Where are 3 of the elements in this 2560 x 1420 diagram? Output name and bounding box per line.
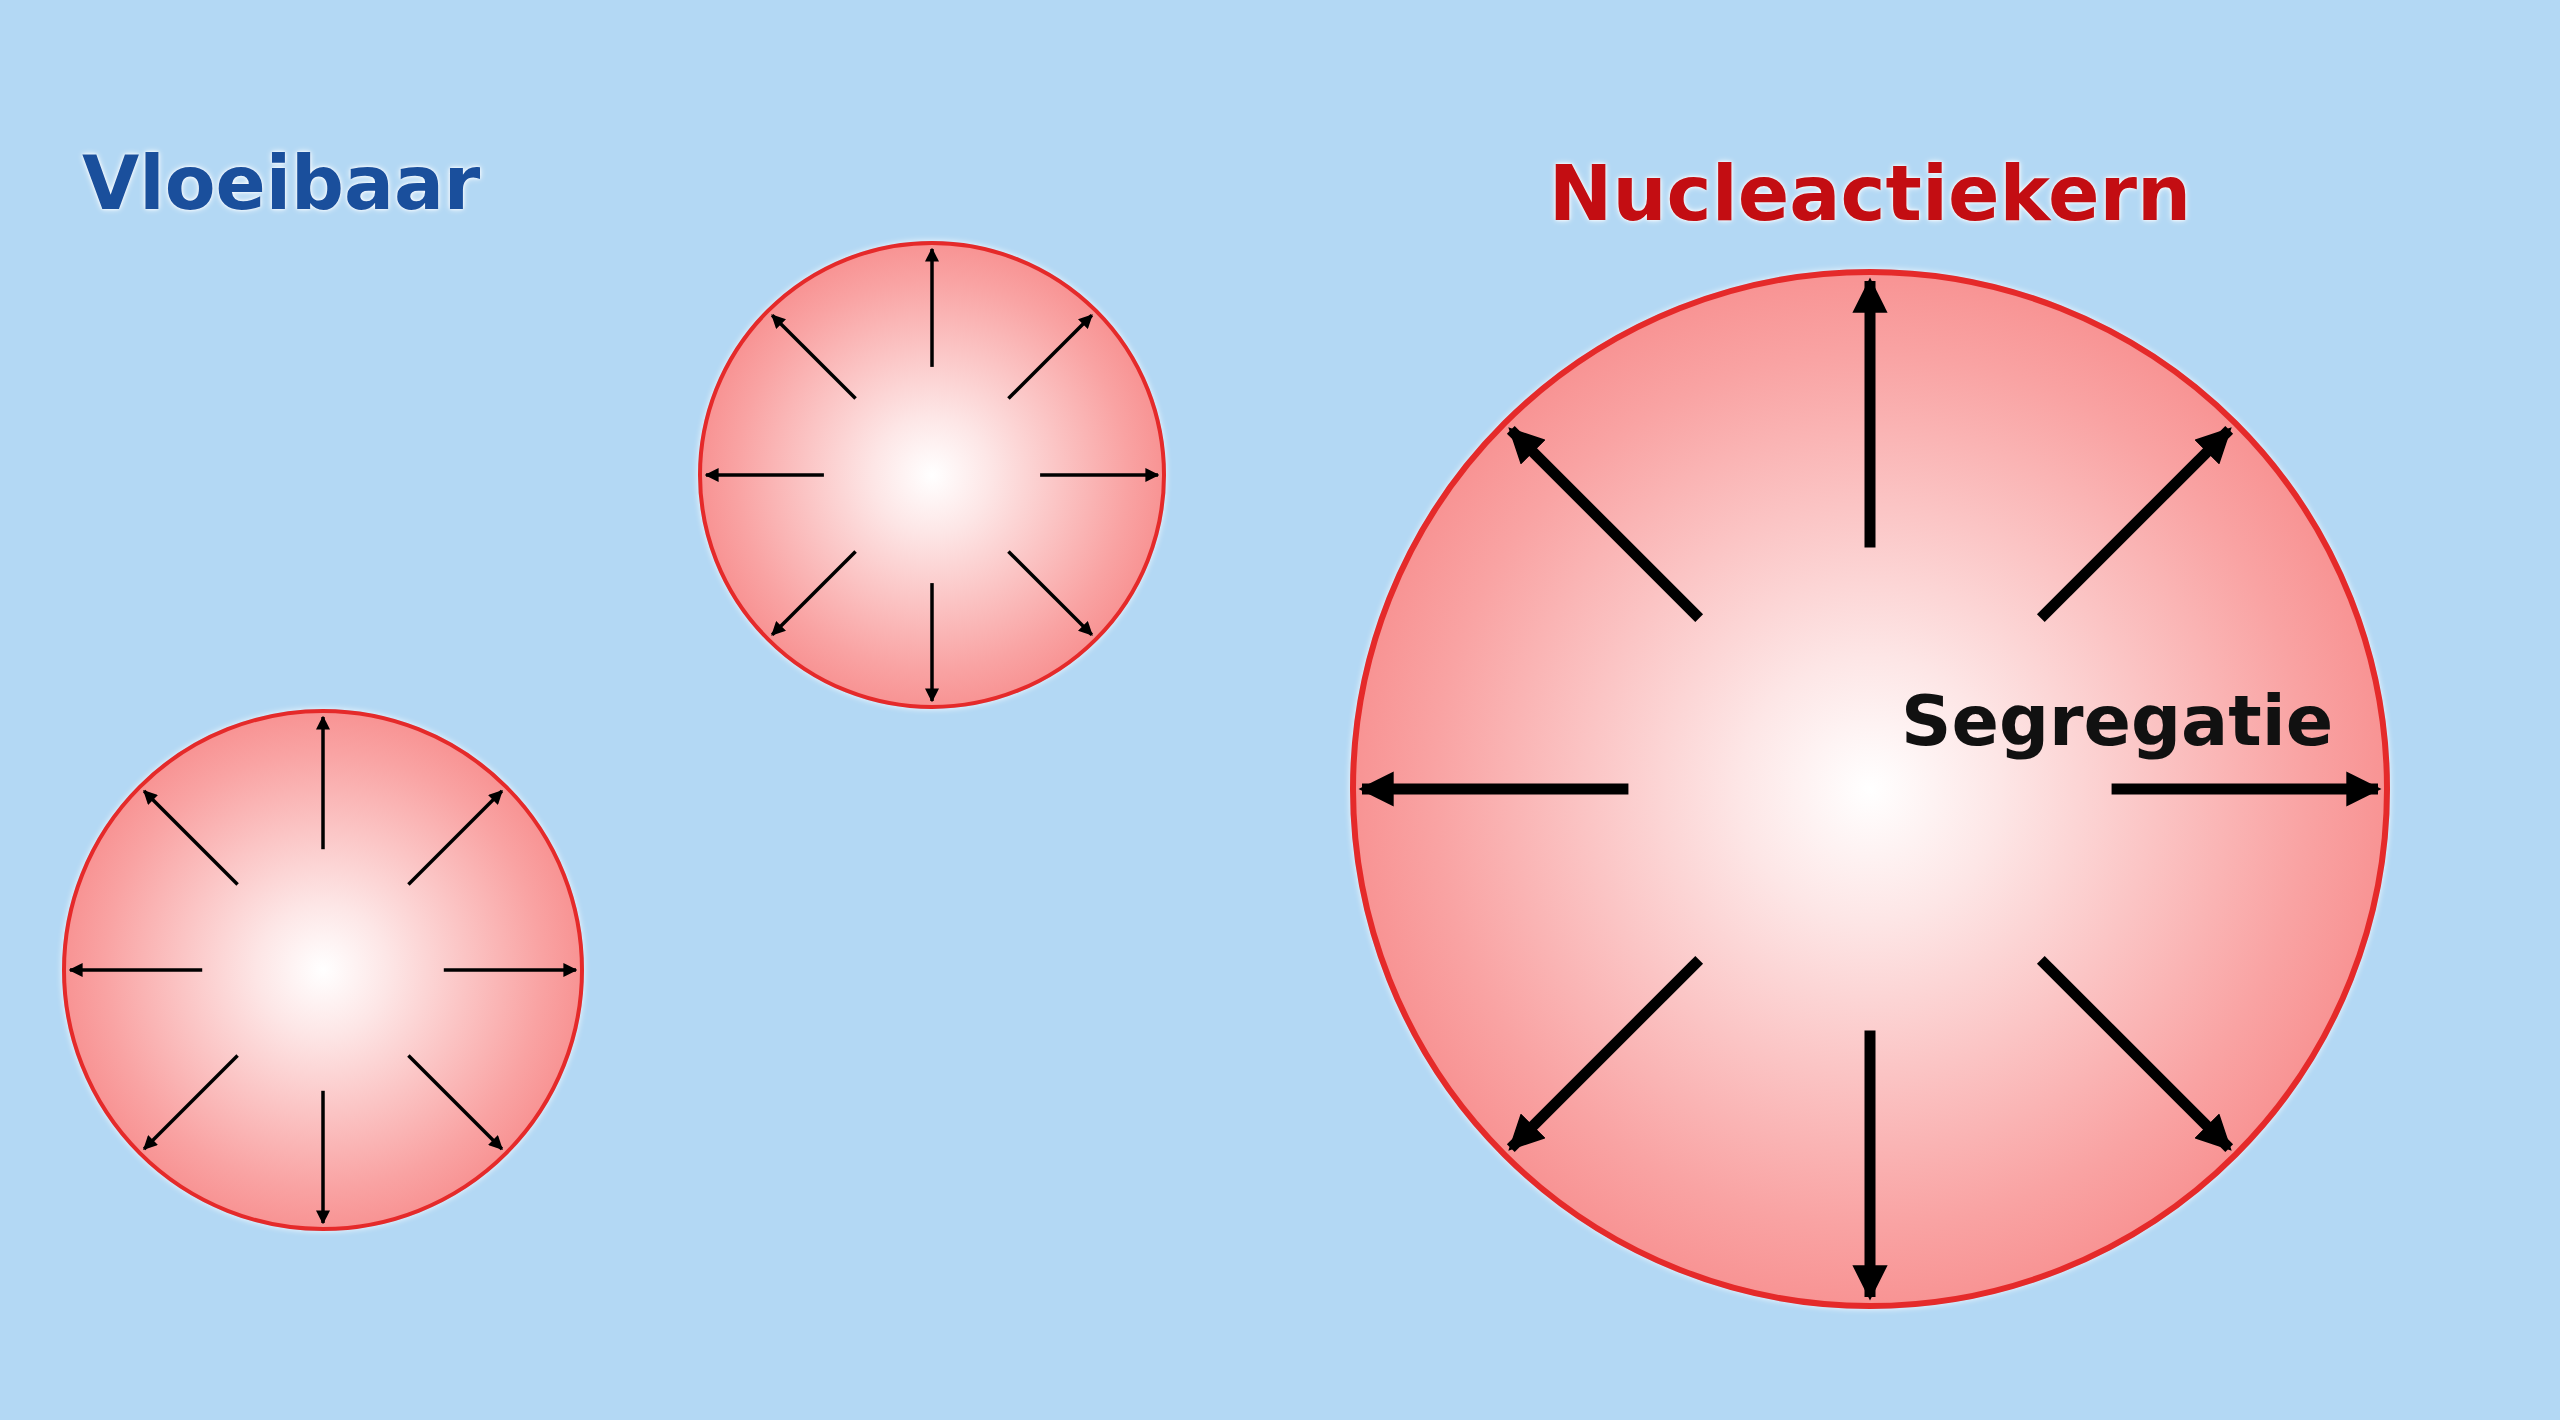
heading: Nucleactiekern xyxy=(1548,149,2192,239)
phase-label: Vloeibaar xyxy=(82,140,481,226)
process-label: Segregatie xyxy=(1901,680,2334,762)
